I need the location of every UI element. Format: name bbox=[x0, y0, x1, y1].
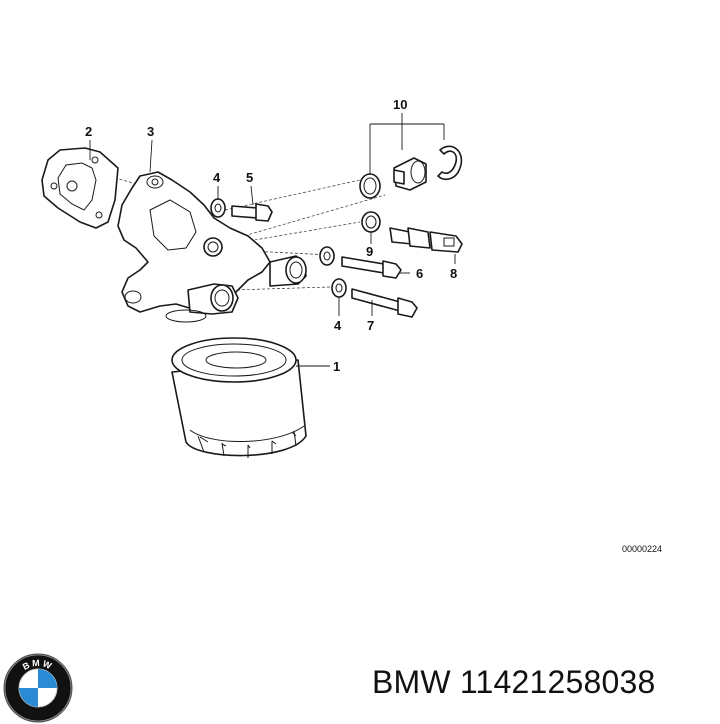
callout-10: 10 bbox=[393, 97, 407, 112]
callout-4-upper: 4 bbox=[213, 170, 221, 185]
bmw-logo-icon: BMW bbox=[3, 653, 73, 723]
washer-lower-part bbox=[331, 278, 347, 298]
oil-filter-1-part bbox=[171, 337, 307, 458]
sensor-8-part bbox=[389, 227, 463, 253]
callout-4-lower: 4 bbox=[334, 318, 342, 333]
callout-6: 6 bbox=[416, 266, 423, 281]
logo-letters: BMW bbox=[21, 658, 55, 672]
circlip-10-part bbox=[437, 145, 463, 181]
callout-8: 8 bbox=[450, 266, 457, 281]
o-ring-10-part bbox=[359, 173, 381, 199]
oil-filter-housing-part bbox=[117, 171, 307, 323]
callout-7: 7 bbox=[367, 318, 374, 333]
leader-lines bbox=[89, 113, 456, 367]
bolt-5-part bbox=[231, 203, 273, 222]
bolt-7-part bbox=[351, 288, 418, 318]
callout-3: 3 bbox=[147, 124, 154, 139]
gasket-part bbox=[41, 147, 119, 229]
logo-letters-path: BMW bbox=[21, 658, 53, 672]
callout-2: 2 bbox=[85, 124, 92, 139]
sealing-ring-9-part bbox=[361, 211, 381, 233]
bolt-6-part bbox=[341, 256, 402, 279]
pressure-switch-10-part bbox=[393, 157, 427, 191]
reference-code: 00000224 bbox=[622, 544, 662, 554]
washer-middle-part bbox=[319, 246, 335, 266]
washer-upper-part bbox=[210, 198, 226, 218]
callout-5: 5 bbox=[246, 170, 253, 185]
callout-9: 9 bbox=[366, 244, 373, 259]
part-number-caption: BMW 11421258038 bbox=[372, 664, 656, 700]
callout-1: 1 bbox=[333, 359, 340, 374]
